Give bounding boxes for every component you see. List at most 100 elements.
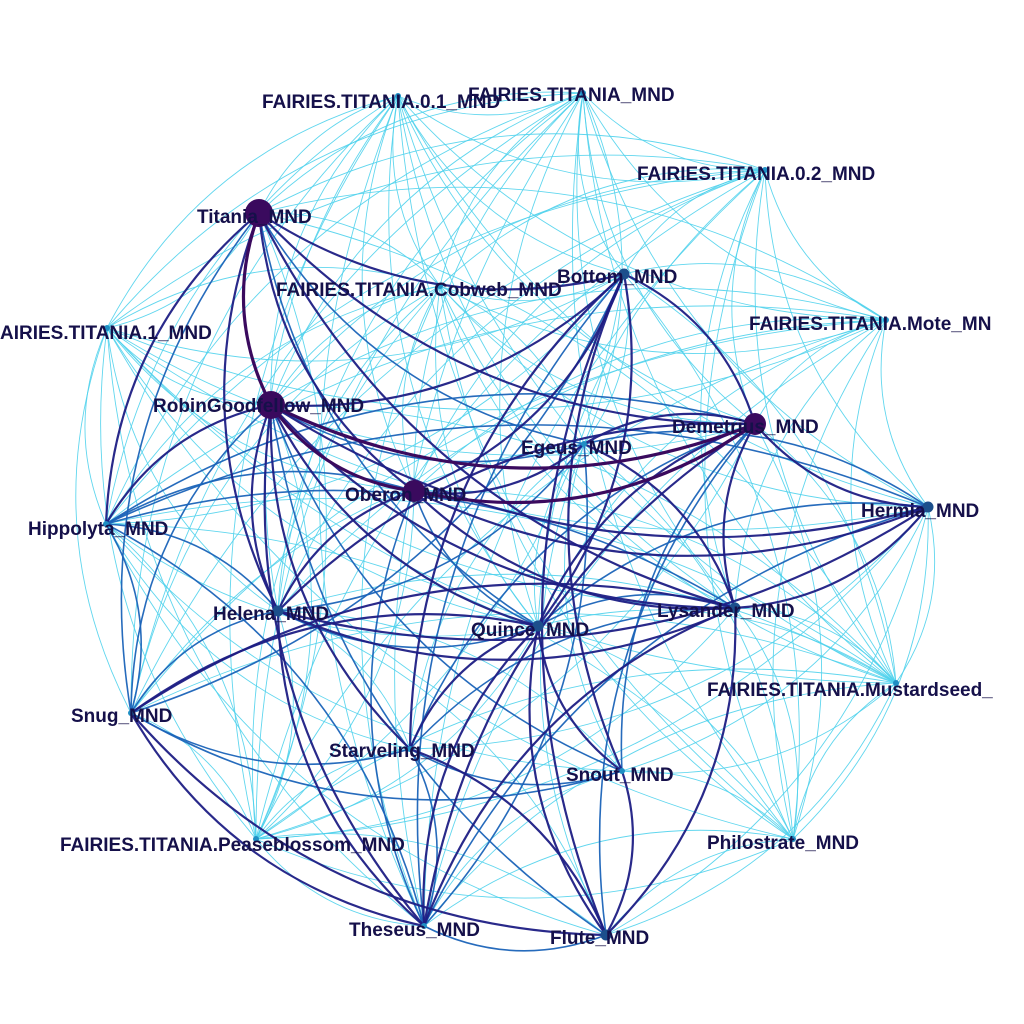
node-label-starveling: Starveling_MND [329,741,475,762]
edge-lysander-starveling [409,607,736,750]
node-label-oberon: Oberon_MND [345,485,466,506]
node-label-fairies-titania-mustardseed: FAIRIES.TITANIA.Mustardseed_ [707,680,993,701]
edge-snug-snout [130,712,623,801]
edge-robingoodfellow-quince [270,404,539,628]
node-oberon [403,480,425,502]
edge-fairies-titania-0-2-fairies-titania-1 [106,154,766,329]
edge-hermia-quince [537,502,929,627]
edge-fairies-titania-mote-bottom [623,263,887,321]
edge-demetrius-quince [536,422,756,627]
node-label-bottom: Bottom_MND [557,267,677,288]
edge-snout-theseus [423,770,623,927]
edge-flute-snout [605,770,634,936]
edge-snug-hippolyta [105,523,142,714]
edge-hermia-egeus [583,430,929,508]
edge-philostrate-quince [537,625,794,840]
edge-snout-fairies-titania-mustardseed [621,682,897,774]
edge-hermia-hippolyta [105,424,929,525]
node-fairies-titania-mustardseed [893,680,899,686]
edge-quince-theseus [422,625,539,927]
edge-fairies-titania-cobweb-hermia [439,285,929,508]
edge-robingoodfellow-helena [250,404,279,612]
edge-fairies-titania-lysander [576,92,736,609]
edge-fairies-titania-cobweb-snug [130,285,441,714]
edge-titania-oberon [257,212,415,492]
edge-lysander-theseus [422,606,736,927]
node-label-fairies-titania: FAIRIES.TITANIA_MND [468,85,675,106]
edge-lysander-snug [130,582,736,714]
edge-egeus-quince [533,443,585,627]
edge-fairies-titania-cobweb-bottom [439,273,625,302]
node-robingoodfellow [257,391,285,419]
node-fairies-titania [580,90,586,96]
edge-fairies-titania-0-1-theseus [318,95,425,927]
edge-fairies-titania-quince [499,92,584,627]
edge-quince-bottom [537,273,633,627]
node-titania [245,199,273,227]
edge-titania-hippolyta [104,212,260,525]
node-label-quince: Quince_MND [471,620,589,641]
edge-fairies-titania-cobweb-titania [258,212,441,287]
node-philostrate [790,836,796,842]
edge-starveling-hermia [409,506,929,750]
edge-fairies-titania-1-fairies-titania-mustardseed [106,327,897,684]
edge-fairies-titania-0-2-demetrius [731,169,766,425]
node-snout [619,768,625,774]
edge-oberon-hermia [413,490,929,557]
node-fairies-titania-peaseblossom [253,836,259,842]
edge-fairies-titania-fairies-titania-1 [106,92,584,329]
edge-demetrius-flute [598,423,756,936]
edge-helena-hermia [277,506,929,641]
edge-fairies-titania-snug [130,92,584,714]
edge-fairies-titania-0-2-fairies-titania-mustardseed [754,169,897,684]
node-flute [600,929,612,941]
edge-theseus-flute [423,925,607,952]
edge-demetrius-helena [277,422,756,612]
node-layer [103,90,934,941]
edge-robingoodfellow-flute [270,404,607,936]
edge-flute-hermia [605,506,929,936]
edge-titania-quince [258,212,539,627]
edge-fairies-titania-0-2-hermia [764,169,929,508]
edge-fairies-titania-philostrate [571,92,794,840]
edge-fairies-titania-0-1-fairies-titania-0-2 [397,95,766,183]
edge-robingoodfellow-bottom [270,273,625,407]
edge-fairies-titania-1-titania [106,212,260,329]
edge-fairies-titania-mustardseed-bottom [623,273,897,684]
edge-philostrate-egeus [583,443,794,840]
edge-philostrate-demetrius [754,423,823,840]
edge-fairies-titania-1-fairies-titania-peaseblossom [100,327,257,840]
edge-fairies-titania-0-1-helena [265,95,399,612]
edge-fairies-titania-cobweb-lysander [439,285,736,609]
edge-fairies-titania-mustardseed-hippolyta [105,497,897,684]
node-hermia [922,501,934,513]
edge-fairies-titania-mote-lysander [734,319,887,609]
edge-fairies-titania-mote-philostrate [772,319,887,840]
edge-flute-lysander [605,607,737,936]
edge-oberon-helena [277,489,415,612]
edge-robingoodfellow-theseus [263,404,425,927]
node-egeus [581,441,587,447]
edge-fairies-titania-0-1-titania [258,95,399,214]
edge-helena-egeus [277,443,585,612]
edge-philostrate-bottom [623,273,800,840]
edge-robingoodfellow-oberon [269,404,415,493]
edge-fairies-titania-1-demetrius [106,327,756,456]
edge-fairies-titania-peaseblossom-philostrate [255,838,794,899]
node-label-robingoodfellow: RobinGoodfellow_MND [153,396,364,417]
edge-robingoodfellow-hippolyta [105,403,272,525]
edge-oberon-quince [413,490,539,627]
edge-titania-egeus [258,212,585,445]
edge-theseus-hippolyta [105,523,425,927]
edge-snug-theseus [130,712,425,928]
node-label-fairies-titania-0-1: FAIRIES.TITANIA.0.1_MND [262,92,500,113]
edge-hippolyta-starveling [105,523,411,750]
node-label-helena: Helena_MND [213,604,329,625]
edge-robingoodfellow-demetrius [270,403,756,470]
edge-hippolyta-bottom [105,273,625,525]
edge-fairies-titania-mote-demetrius [754,319,887,425]
node-label-hippolyta: Hippolyta_MND [28,519,168,540]
edge-demetrius-lysander [722,423,756,609]
edge-hermia-theseus [423,506,929,927]
label-layer: Titania_MNDFAIRIES.TITANIA.0.1_MNDFAIRIE… [0,85,993,949]
